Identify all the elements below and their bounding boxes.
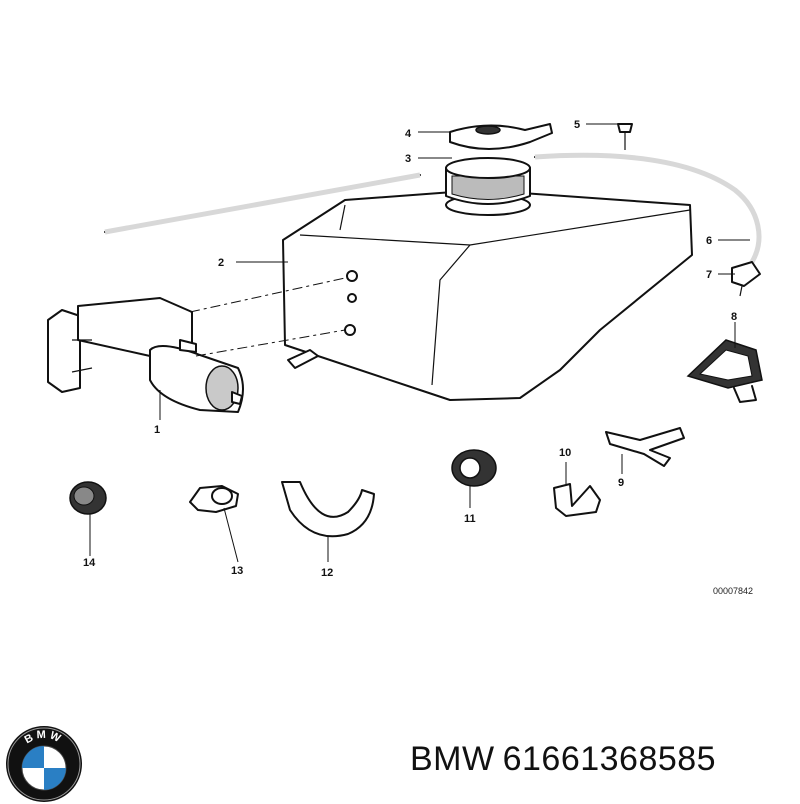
callout-6: 6 xyxy=(706,235,712,247)
callout-5: 5 xyxy=(574,119,580,131)
bmw-logo: BMW xyxy=(6,726,82,802)
callout-13: 13 xyxy=(231,565,243,577)
nozzle xyxy=(686,339,763,403)
callout-2: 2 xyxy=(218,257,224,269)
washer-pump xyxy=(47,297,244,413)
strap xyxy=(281,481,375,538)
hose-holder xyxy=(189,485,239,513)
callout-3: 3 xyxy=(405,153,411,165)
strainer xyxy=(445,157,531,216)
leader-lines xyxy=(89,123,750,563)
logo-letters: BMW xyxy=(23,729,63,747)
check-valve xyxy=(731,261,761,297)
callout-12: 12 xyxy=(321,567,333,579)
brand-name: BMW xyxy=(410,740,495,778)
callout-9: 9 xyxy=(618,477,624,489)
drawing-code: 00007842 xyxy=(713,586,753,596)
grommet xyxy=(451,449,497,487)
callout-1: 1 xyxy=(154,424,160,436)
screw xyxy=(617,123,633,150)
clip xyxy=(553,483,601,517)
washer-tank xyxy=(282,189,693,401)
plug xyxy=(69,481,107,515)
tank-cap xyxy=(449,123,553,150)
callout-8: 8 xyxy=(731,311,737,323)
t-connector xyxy=(605,427,685,467)
callout-7: 7 xyxy=(706,269,712,281)
svg-text:BMW: BMW xyxy=(23,729,66,747)
callout-11: 11 xyxy=(464,513,476,525)
part-number: 61661368585 xyxy=(502,740,717,778)
callout-10: 10 xyxy=(559,447,571,459)
callout-4: 4 xyxy=(405,128,412,140)
callout-14: 14 xyxy=(83,557,96,569)
